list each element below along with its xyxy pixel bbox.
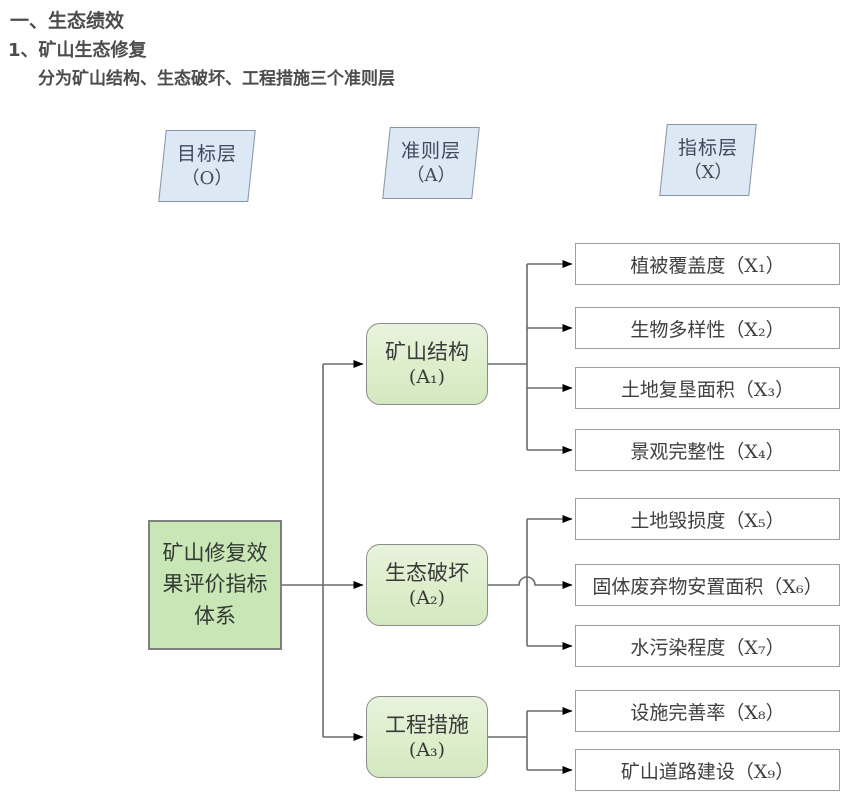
layer-code: （O） — [181, 167, 233, 189]
indicator-node-x6: 固体废弃物安置面积（X₆） — [575, 564, 840, 606]
indicator-label: 矿山道路建设（X₉） — [620, 760, 795, 783]
criteria-label: 生态破坏 — [385, 561, 469, 586]
layer-code: （A） — [406, 164, 456, 186]
layer-node-indicator: 指标层 （X） — [659, 124, 757, 196]
goal-label: 矿山修复效果评价指标体系 — [162, 540, 268, 628]
indicator-node-x7: 水污染程度（X₇） — [575, 625, 840, 667]
indicator-node-x4: 景观完整性（X₄） — [575, 429, 840, 471]
indicator-label: 生物多样性（X₂） — [630, 318, 785, 341]
criteria-code: (A₂) — [408, 586, 446, 609]
layer-node-goal: 目标层 （O） — [158, 130, 256, 202]
criteria-code: (A₁) — [408, 365, 446, 388]
indicator-label: 景观完整性（X₄） — [630, 440, 785, 463]
indicator-label: 土地复垦面积（X₃） — [620, 378, 795, 401]
criteria-label: 工程措施 — [385, 713, 469, 738]
indicator-node-x1: 植被覆盖度（X₁） — [575, 243, 840, 285]
indicator-node-x8: 设施完善率（X₈） — [575, 690, 840, 732]
description-text: 分为矿山结构、生态破坏、工程措施三个准则层 — [38, 69, 395, 89]
indicator-label: 固体废弃物安置面积（X₆） — [592, 575, 823, 598]
indicator-label: 植被覆盖度（X₁） — [630, 254, 785, 277]
indicator-label: 水污染程度（X₇） — [630, 636, 785, 659]
criteria-node-a3: 工程措施 (A₃) — [366, 696, 488, 778]
criteria-node-a1: 矿山结构 (A₁) — [366, 323, 488, 405]
goal-node: 矿山修复效果评价指标体系 — [148, 520, 282, 650]
layer-name: 指标层 — [677, 136, 739, 159]
criteria-code: (A₃) — [408, 738, 446, 761]
indicator-node-x5: 土地毁损度（X₅） — [575, 498, 840, 540]
indicator-node-x2: 生物多样性（X₂） — [575, 307, 840, 349]
criteria-label: 矿山结构 — [385, 340, 469, 365]
indicator-label: 设施完善率（X₈） — [630, 701, 785, 724]
layer-name: 目标层 — [176, 142, 238, 165]
layer-name: 准则层 — [400, 139, 462, 162]
indicator-label: 土地毁损度（X₅） — [630, 509, 785, 532]
indicator-node-x9: 矿山道路建设（X₉） — [575, 749, 840, 791]
layer-code: （X） — [683, 161, 733, 183]
layer-node-criteria: 准则层 （A） — [382, 127, 480, 199]
subsection-heading: 1、矿山生态修复 — [8, 40, 147, 61]
criteria-node-a2: 生态破坏 (A₂) — [366, 544, 488, 626]
indicator-node-x3: 土地复垦面积（X₃） — [575, 367, 840, 409]
section-heading: 一、生态绩效 — [10, 10, 125, 32]
